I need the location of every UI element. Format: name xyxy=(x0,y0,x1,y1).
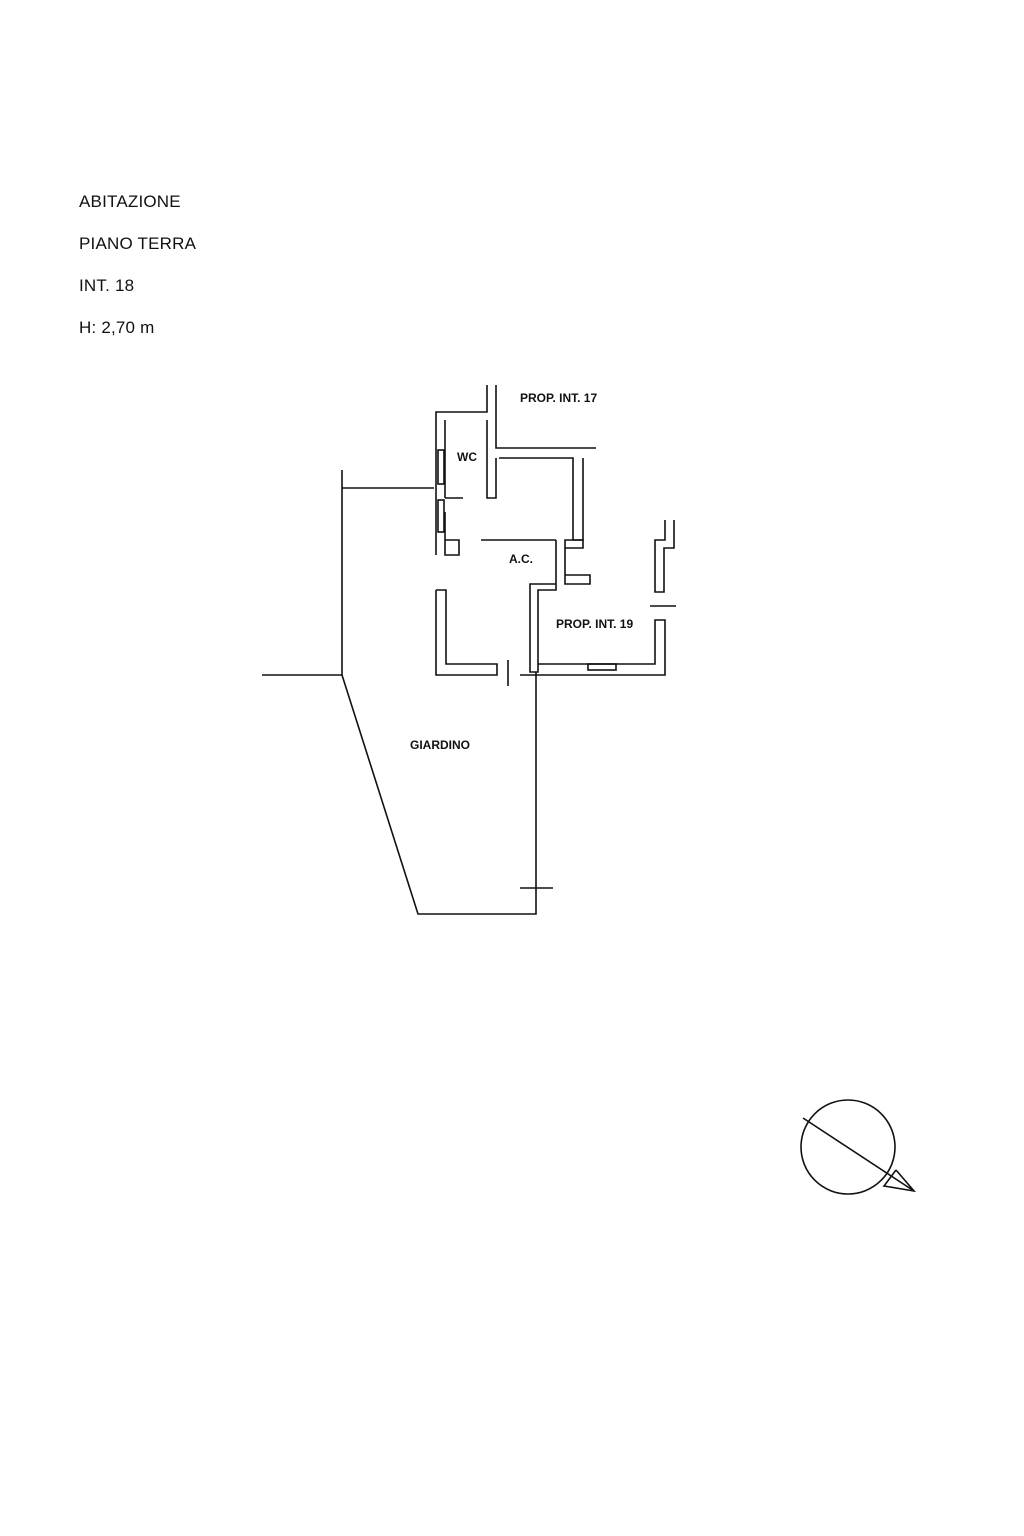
wall-ac-east xyxy=(529,540,557,673)
floor-label: PIANO TERRA xyxy=(79,234,197,253)
wall-ac-east-2 xyxy=(564,539,591,585)
window-south xyxy=(587,663,617,671)
wall-prop19-south xyxy=(520,619,666,676)
room-label-wc: WC xyxy=(457,450,477,464)
wall-north-neighbour xyxy=(435,385,488,555)
wall-north-neighbour-inner xyxy=(495,385,596,449)
unit-label: INT. 18 xyxy=(79,276,135,295)
room-label-giardino: GIARDINO xyxy=(410,738,470,752)
wall-prop19-north xyxy=(654,520,675,593)
ceiling-height-label: H: 2,70 m xyxy=(79,318,155,337)
north-arrow-icon xyxy=(800,1099,917,1195)
window-wc xyxy=(437,449,445,485)
wall-ac-north xyxy=(499,457,584,541)
room-label-ac: A.C. xyxy=(509,552,533,566)
window-ac xyxy=(437,499,445,533)
garden-boundary xyxy=(341,470,537,915)
wall-wc-east xyxy=(486,420,497,499)
room-label-prop-int-19: PROP. INT. 19 xyxy=(556,617,633,631)
wall-ac-west xyxy=(444,512,460,556)
room-label-prop-int-17: PROP. INT. 17 xyxy=(520,391,597,405)
wall-south-west xyxy=(435,589,498,676)
plan-title: ABITAZIONE xyxy=(79,192,181,211)
